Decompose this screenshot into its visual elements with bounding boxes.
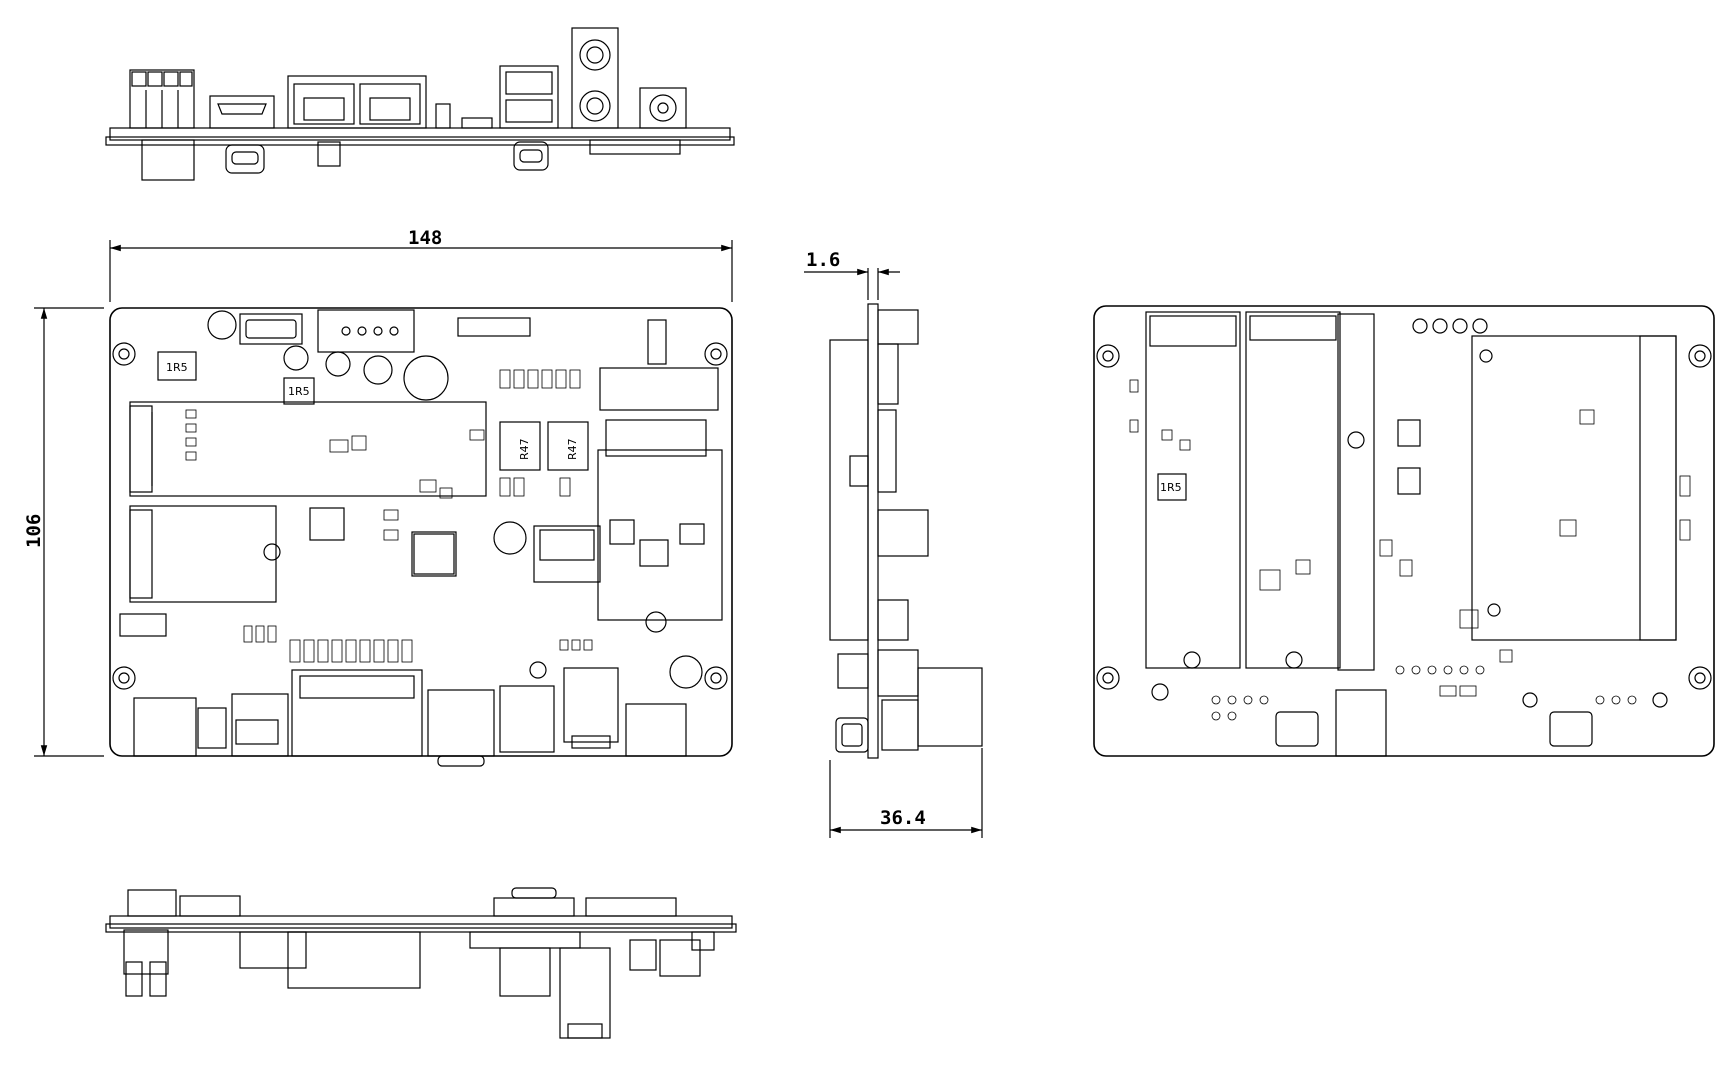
back-m2-module-left [1145, 311, 1241, 669]
inductor-label-a: 1R5 [166, 361, 188, 374]
top-elevation-view [105, 27, 735, 181]
inductor-label-b: 1R5 [288, 385, 310, 398]
pcb-thickness-value: 1.6 [806, 249, 840, 271]
hdmi-connector [209, 95, 275, 174]
inductor-label-e: R47 [566, 438, 579, 460]
soc-chip [411, 531, 457, 577]
mounting-holes [112, 342, 728, 690]
total-height-value: 36.4 [880, 807, 926, 829]
width-dimension: 148 [109, 227, 733, 302]
back-pcb-outline [1093, 305, 1715, 757]
height-dimension: 106 [23, 307, 104, 757]
smd-components [185, 369, 593, 663]
terminal-block [129, 69, 195, 181]
mini-pcie-slot [597, 367, 723, 621]
back-m2-module-right [1245, 311, 1341, 669]
height-value: 106 [23, 514, 45, 548]
width-value: 148 [408, 227, 442, 249]
dual-usb-connector [499, 65, 559, 171]
audio-jacks [571, 27, 619, 129]
side-elevation-view: 1.6 36.4 [804, 249, 983, 838]
back-pcb-view: 1R5 [1093, 305, 1715, 757]
sodimm-slot [1471, 335, 1677, 641]
front-pcb-view: 1R5 1R5 R47 R47 [109, 307, 733, 767]
dual-rj45-connector [287, 75, 427, 167]
bottom-elevation-view [105, 887, 737, 1039]
dc-jack [639, 87, 687, 129]
inductor-label-d: R47 [518, 438, 531, 460]
inductor-label-c: 1R5 [1160, 481, 1182, 494]
m2-slot-lower [129, 505, 281, 603]
bottom-edge-connectors [133, 667, 687, 767]
m2-slot-upper [129, 401, 487, 497]
